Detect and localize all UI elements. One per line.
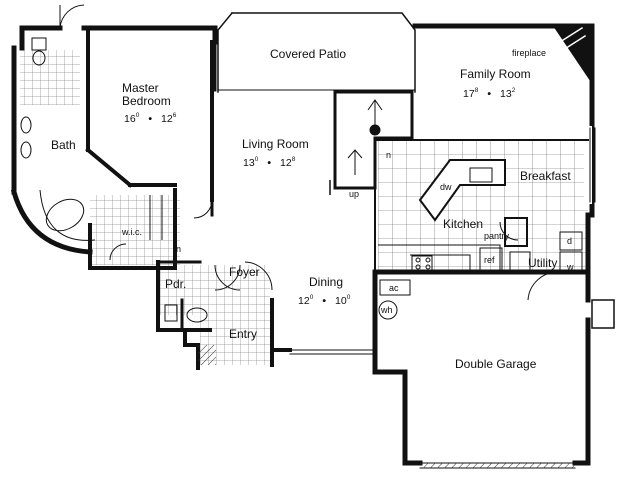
family-room-dimensions: 178•132 bbox=[463, 87, 516, 100]
utility-label: Utility bbox=[528, 256, 558, 270]
master-bedroom-label-line1: Master bbox=[122, 81, 159, 95]
walls bbox=[10, 11, 596, 469]
dishwasher-label: dw bbox=[440, 182, 452, 192]
covered-patio-label: Covered Patio bbox=[270, 47, 347, 61]
breakfast-label: Breakfast bbox=[520, 169, 571, 183]
kitchen-label: Kitchen bbox=[443, 217, 484, 231]
water-heater-label: wh bbox=[381, 305, 393, 315]
powder-room-label: Pdr. bbox=[165, 277, 187, 291]
doors bbox=[59, 4, 559, 301]
niche-label-wic: n bbox=[176, 244, 182, 254]
master-bedroom-dimensions: 160•126 bbox=[124, 112, 177, 125]
entry-label: Entry bbox=[229, 327, 258, 341]
family-room-label: Family Room bbox=[460, 67, 531, 81]
master-bedroom-label-line2: Bedroom bbox=[122, 94, 171, 108]
dining-label: Dining bbox=[309, 275, 344, 289]
refrigerator-label: ref bbox=[484, 255, 495, 265]
walk-in-closet-label: w.i.c. bbox=[122, 227, 143, 237]
fixtures bbox=[20, 37, 583, 323]
stairs-up-label: up bbox=[349, 189, 360, 199]
wall-hatches bbox=[198, 299, 615, 468]
pantry-label: pantry bbox=[484, 231, 510, 241]
fireplace-label: fireplace bbox=[512, 48, 547, 58]
bath-label: Bath bbox=[51, 138, 76, 152]
living-room-dimensions: 130•128 bbox=[243, 156, 296, 169]
niche-label-kitchen: n bbox=[386, 150, 392, 160]
washer-label: w bbox=[567, 262, 574, 272]
dryer-label: d bbox=[567, 236, 573, 246]
air-conditioner-label: ac bbox=[389, 283, 399, 293]
double-garage-label: Double Garage bbox=[455, 357, 537, 371]
living-room-label: Living Room bbox=[242, 137, 309, 151]
dining-dimensions: 120•100 bbox=[298, 294, 351, 307]
foyer-label: Foyer bbox=[229, 265, 260, 279]
